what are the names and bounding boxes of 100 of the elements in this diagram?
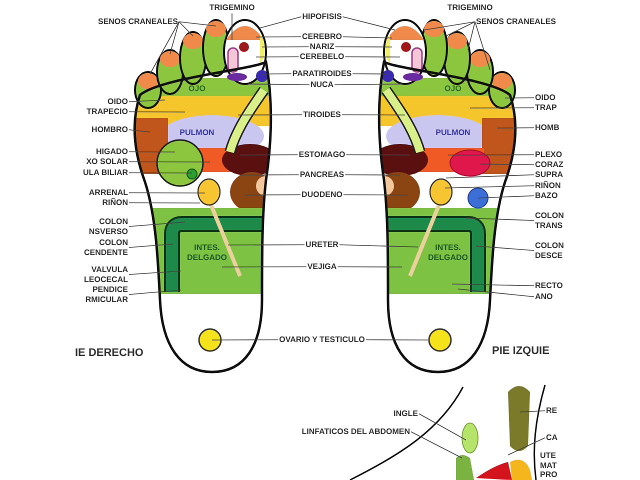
leader-line [240,154,298,156]
organ-label: HOMBRO [92,125,128,134]
leader-line [222,266,307,268]
leader-line [128,151,176,152]
organ-label: ESTOMAGO [298,150,346,160]
leader-line [240,174,300,176]
leader-line [150,21,180,74]
organ-label: TRIGEMINO [209,3,255,12]
leader-line [480,164,534,166]
leader-line [344,56,400,58]
organ-label: RIÑON [535,181,561,190]
organ-label: UTE MAT PRO [540,451,558,480]
organ-label: COLON CENDENTE [72,238,128,257]
leader-line [508,437,546,456]
leader-line [476,246,534,251]
leader-line [128,244,174,248]
leader-line [262,73,292,74]
leader-line [520,410,546,412]
zone-label: PULMON [436,128,470,138]
organ-label: NUCA [310,80,334,90]
leader-line [452,284,534,286]
leader-line [128,202,200,204]
organ-label: XO SOLAR [86,157,128,166]
leader-line [352,73,388,74]
organ-label: CEREBRO [302,32,342,42]
leader-line [256,56,300,58]
leader-line [260,16,302,28]
organ-label: TIROIDES [303,110,341,120]
leader-line [342,114,406,116]
leader-line [337,266,402,268]
leader-line [228,244,305,246]
leader-line [342,36,392,38]
organ-label: OVARIO Y TESTICULO [279,335,365,344]
organ-label: NARIZ [310,42,334,52]
organ-label: CORAZ [535,160,564,170]
leader-line [424,21,476,30]
leader-line [128,290,182,295]
leader-line [458,288,534,298]
leader-line [128,192,206,194]
leader-line [248,84,310,86]
leader-line [343,194,408,196]
organ-label: PANCREAS [300,170,344,180]
organ-label: HOMB [535,123,560,132]
organ-label: CA [546,433,558,442]
organ-label: URETER [306,240,338,250]
leader-line [410,431,462,458]
organ-label: ANO [535,292,553,302]
organ-label: COLON TRANS [535,211,565,230]
leader-line [504,97,534,98]
organ-label: INGLE [394,409,418,418]
zone-label: OJO [188,84,206,94]
leader-line [446,21,476,36]
leader-line [128,161,210,162]
leader-line [466,218,534,221]
leader-line [128,100,166,102]
leader-line [344,174,400,176]
organ-label: ULA BILIAR [82,168,128,178]
organ-label: TRIGEMINO [447,3,493,12]
organ-label: HIGADO [96,147,128,156]
leader-line [446,174,534,178]
leader-line [342,16,396,30]
organ-label: VEJIGA [307,262,337,272]
leader-line [262,46,310,48]
leader-line [444,185,534,188]
leader-line [238,114,302,116]
organ-label: PLEXO [535,150,562,160]
leader-line [448,154,534,156]
leader-line [496,127,534,128]
leader-line [418,413,466,440]
leader-line [128,129,150,132]
leader-line [334,84,402,86]
leader-line [334,46,392,48]
leader-line [366,339,428,340]
organ-label: BAZO [535,191,558,200]
organ-label: SENOS CRANEALES [476,17,556,26]
leader-line [170,21,180,54]
leader-line [128,111,186,112]
organ-label: OIDO [535,93,556,102]
organ-label: TRAP [535,103,557,112]
organ-label: PENDICE RMICULAR [82,285,128,304]
leader-line [128,270,182,275]
organ-label: DUODENO [302,190,342,200]
organ-label: SENOS CRANEALES [98,17,178,26]
organ-label: HIPOFISIS [302,12,342,22]
organ-label: RIÑON [102,198,128,208]
leader-line [212,339,278,340]
leader-line [346,154,410,156]
leader-line [478,195,534,198]
zone-label: PULMON [180,128,214,138]
leader-line [339,244,418,248]
organ-label: RECTO [535,281,563,290]
leader-line [470,107,534,108]
organ-label: CEREBELO [300,52,344,62]
leader-line [244,194,301,196]
leader-line [178,21,194,36]
organ-label: PARATIROIDES [292,69,352,78]
leader-line [128,172,192,174]
foot-title: IE DERECHO [75,347,144,359]
leader-line [256,36,302,38]
organ-label: COLON NSVERSO [82,217,128,236]
